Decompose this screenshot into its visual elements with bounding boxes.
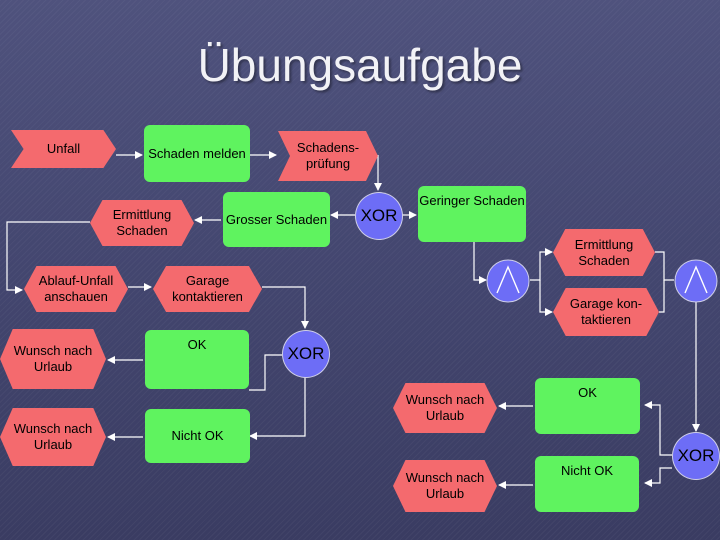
function-schaden-melden: Schaden melden (144, 125, 250, 182)
function-geringer-schaden: Geringer Schaden (418, 186, 526, 242)
event-garage-kontaktieren-right: Garage kon-taktieren (553, 288, 659, 336)
event-ablauf-unfall: Ablauf-Unfall anschauen (24, 266, 128, 312)
edge-geringer-and (473, 242, 487, 284)
edge-ermittlung-and-right (655, 251, 674, 281)
event-unfall: Unfall (11, 130, 116, 168)
xor-connector-right: XOR (673, 433, 719, 479)
and-connector-right-join (674, 259, 718, 303)
function-nicht-ok-left: Nicht OK (145, 409, 250, 463)
function-ok-left: OK (145, 330, 249, 389)
event-wunsch-nach-urlaub-right-1: Wunsch nach Urlaub (393, 383, 497, 433)
function-grosser-schaden: Grosser Schaden (223, 192, 330, 247)
and-connector-right-split (486, 259, 530, 303)
edge-ermittlung-ablauf (6, 221, 90, 294)
event-wunsch-nach-urlaub-left-2: Wunsch nach Urlaub (0, 408, 106, 466)
xor-connector-left: XOR (283, 331, 329, 377)
edge-garage-and-right (659, 280, 665, 313)
edge-and-garage-right (539, 280, 553, 316)
event-wunsch-nach-urlaub-right-2: Wunsch nach Urlaub (393, 460, 497, 512)
xor-connector-top: XOR (356, 193, 402, 239)
edge-and-ermittlung-right (530, 248, 553, 281)
edge-xor-right-nichtok (644, 467, 672, 487)
edge-xor-left-nichtok (249, 377, 306, 440)
slide-title: Übungsaufgabe (197, 39, 523, 91)
event-ermittlung-schaden-left: Ermittlung Schaden (90, 200, 194, 246)
event-garage-kontaktieren-left: Garage kontaktieren (153, 266, 262, 312)
event-ermittlung-schaden-right: Ermittlung Schaden (553, 229, 655, 276)
edge-xor-left-ok (249, 354, 282, 391)
event-wunsch-nach-urlaub-left-1: Wunsch nach Urlaub (0, 329, 106, 389)
event-schadenspruefung: Schadens-prüfung (278, 131, 378, 181)
function-ok-right: OK (535, 378, 640, 434)
edge-xor-right-ok (644, 401, 672, 456)
function-nicht-ok-right: Nicht OK (535, 456, 639, 512)
edge-garage-xor-left (262, 286, 309, 329)
